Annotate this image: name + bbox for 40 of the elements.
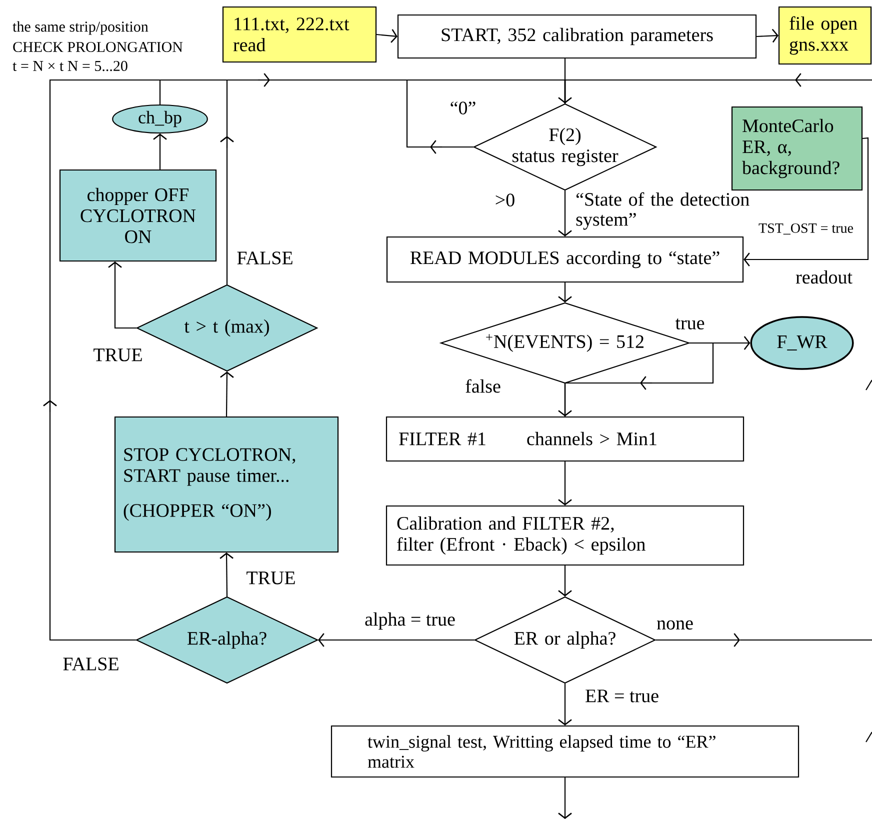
arrow — [558, 778, 572, 819]
arrow — [153, 134, 167, 170]
process-box: FILTER #1 channels > Min1 — [386, 416, 744, 462]
arrow — [756, 28, 778, 43]
arrow — [558, 462, 572, 506]
edge-label: TST_OST = true — [758, 222, 854, 236]
arrow — [558, 383, 572, 416]
annotation-text: the same strip/position — [12, 21, 148, 35]
process-box: MonteCarlo ER, α, background? — [731, 106, 863, 191]
process-box: Calibration and FILTER #2, filter (Efront · Eback) < epsilon — [386, 505, 744, 566]
edge-label: ER = true — [584, 688, 660, 704]
annotation-text: CHECK PROLONGATION — [13, 42, 183, 52]
process-box: READ MODULES according to “state” — [386, 236, 744, 283]
arrow — [108, 262, 136, 329]
arrow — [656, 633, 740, 647]
arrow — [744, 137, 869, 266]
edge-label: alpha = true — [364, 611, 456, 631]
process-box: STOP CYCLOTRON, START pause timer... (CHOPPER “ON”) — [114, 416, 339, 553]
arrow — [318, 633, 474, 647]
edge-label: FALSE — [236, 250, 294, 266]
edge-label: >0 — [494, 192, 516, 208]
edge-label: none — [656, 619, 694, 631]
edge-label: FALSE — [62, 656, 120, 672]
arrow — [220, 372, 234, 416]
annotation-text: “State of the detection system” — [576, 192, 750, 230]
arrow — [376, 29, 398, 43]
arrow — [558, 190, 572, 236]
process-box: START, 352 calibration parameters — [397, 14, 757, 59]
process-box: file open gns.xxx — [778, 6, 872, 65]
arrow — [558, 80, 572, 104]
arrow — [558, 282, 572, 302]
process-box: twin_signal test, Writting elapsed time to “ER” matrix — [330, 725, 800, 778]
annotation-text: readout — [796, 270, 852, 284]
arrow — [558, 566, 572, 596]
arrow — [558, 684, 572, 726]
process-box: 111.txt, 222.txt read — [222, 6, 377, 63]
arrow — [220, 552, 234, 596]
process-box: chopper OFF CYCLOTRON ON — [59, 169, 217, 262]
annotation-text: t = N × t N = 5...20 — [12, 60, 128, 72]
edge-label: TRUE — [245, 570, 297, 586]
